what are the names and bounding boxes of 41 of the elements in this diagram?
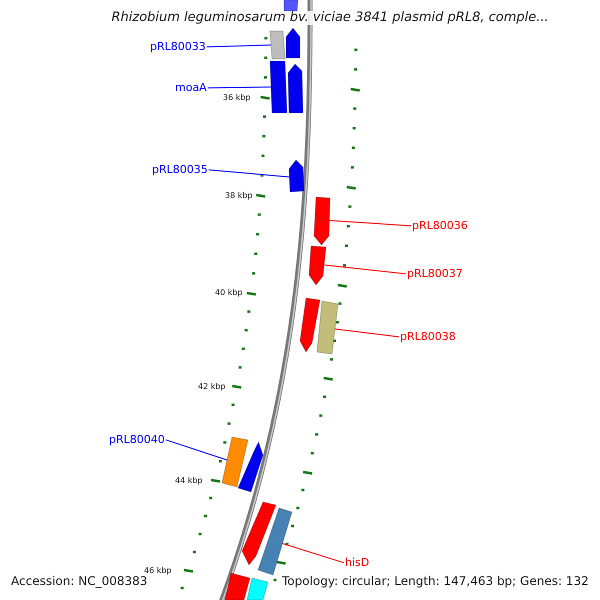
gene-feature	[242, 502, 277, 566]
gene-label: pRL80040	[109, 434, 165, 446]
gene-feature	[300, 298, 320, 353]
gene-feature	[288, 159, 304, 192]
gene-feature	[246, 578, 268, 600]
gene-feature	[270, 30, 286, 60]
gene-feature	[314, 196, 330, 246]
scale-label: 42 kbp	[198, 382, 226, 391]
scale-label: 46 kbp	[144, 566, 172, 575]
scale-label: 40 kbp	[215, 288, 243, 297]
gene-feature	[308, 246, 326, 286]
scale-label: 38 kbp	[225, 190, 253, 200]
gene-feature	[286, 27, 300, 58]
accession-text: Accession: NC_008383	[9, 575, 150, 589]
leader-line	[329, 220, 412, 226]
gene-label: pRL80035	[152, 164, 208, 176]
gene-feature	[270, 60, 288, 114]
leader-line	[165, 439, 228, 460]
leader-line	[282, 543, 344, 564]
gene-feature	[284, 0, 298, 12]
gene-label: pRL80037	[407, 268, 463, 280]
gene-feature	[222, 436, 248, 488]
gene-feature	[316, 300, 338, 354]
scale-label: 44 kbp	[175, 476, 203, 485]
gene-label: moaA	[175, 82, 207, 94]
gene-feature	[237, 440, 264, 492]
gene-feature	[288, 63, 304, 114]
gene-label: pRL80033	[150, 40, 206, 54]
leader-line	[208, 169, 290, 178]
gene-feature	[224, 572, 250, 600]
leader-line	[207, 86, 272, 88]
leader-line	[324, 264, 406, 274]
gene-label: pRL80038	[400, 330, 456, 344]
map-title: Rhizobium leguminosarum bv. viciae 3841 plasmid pRL8, comple...	[112, 10, 549, 26]
gene-feature	[258, 508, 292, 576]
topology-text: Topology: circular; Length: 147,463 bp; Genes: 132	[280, 575, 591, 589]
leader-line	[334, 328, 400, 338]
scale-label: 36 kbp	[223, 92, 251, 102]
leader-line	[206, 44, 272, 48]
gene-label: hisD	[345, 556, 370, 570]
gene-label: pRL80036	[412, 220, 468, 232]
